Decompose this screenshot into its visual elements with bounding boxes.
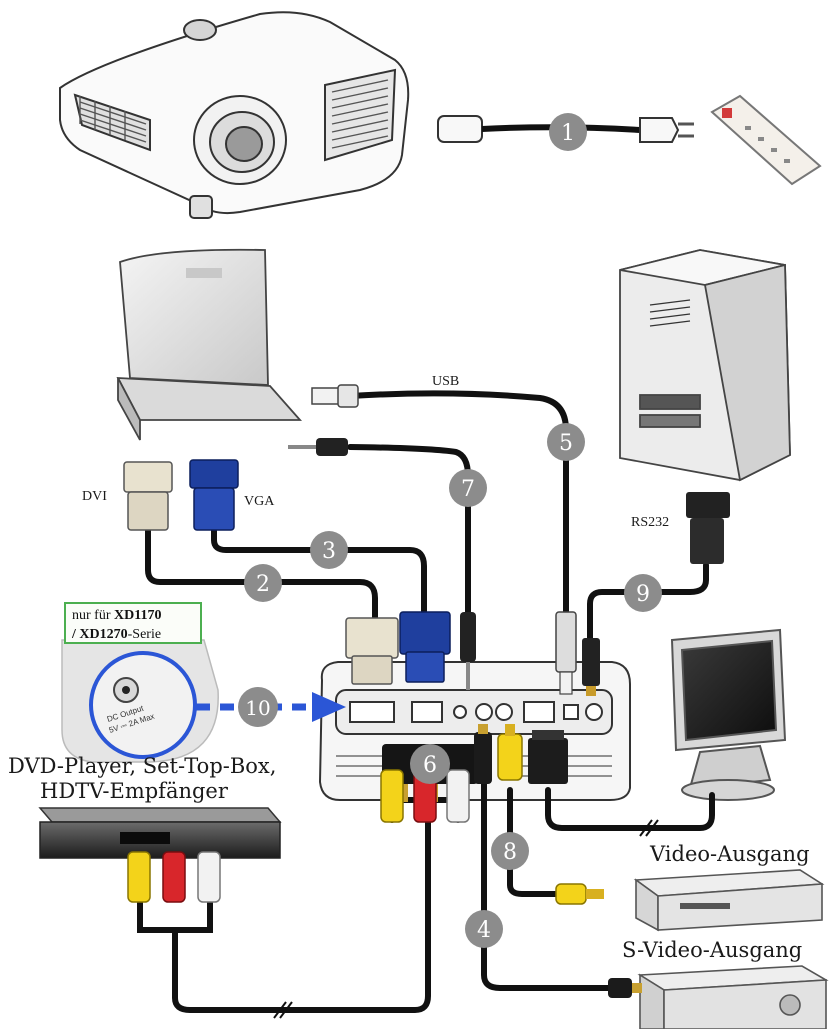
callout-8: 8 [491, 832, 529, 870]
usb-label: USB [432, 374, 459, 390]
svg-text:8: 8 [503, 840, 517, 865]
dvd-label-line-1: DVD-Player, Set-Top-Box, [8, 754, 276, 778]
svg-text:6: 6 [423, 753, 437, 778]
vga-plug-projector [400, 612, 450, 682]
callout-9: 9 [624, 574, 662, 612]
rs232-plug [686, 492, 730, 564]
dvi-label: DVI [82, 489, 107, 505]
dvi-plug-projector [346, 618, 398, 684]
monitor-plug-projector [528, 730, 568, 784]
svg-text:2: 2 [256, 572, 270, 597]
svg-text:5: 5 [559, 431, 573, 456]
callout-7: 7 [449, 469, 487, 507]
callout-1: 1 [549, 113, 587, 151]
callout-2: 2 [244, 564, 282, 602]
audio-plug [288, 438, 348, 456]
svideo-output-label: S-Video-Ausgang [622, 938, 802, 962]
vga-label: VGA [244, 494, 274, 510]
monitor-illustration [672, 630, 785, 800]
vga-plug [190, 460, 238, 530]
callout-3: 3 [310, 531, 348, 569]
vcr-illustration [636, 870, 822, 930]
callout-5: 5 [547, 423, 585, 461]
svideo-plug-device [608, 978, 642, 998]
rca-plugs-dvd [128, 852, 220, 902]
callout-6: 6 [410, 744, 450, 784]
laptop-illustration [118, 250, 300, 440]
svideo-plug-projector [474, 724, 492, 784]
composite-plug-vcr [556, 884, 604, 904]
video-output-label: Video-Ausgang [650, 842, 810, 866]
model-note: nur für XD1170 / XD1270-Serie [64, 602, 202, 644]
note-suffix: -Serie [128, 627, 161, 642]
callout-10: 10 [238, 687, 278, 727]
audio-cable [350, 447, 468, 612]
usb-plug [312, 385, 358, 407]
svg-text:4: 4 [477, 918, 491, 943]
svideo-device-illustration [640, 966, 826, 1029]
note-model-2: XD1270 [79, 627, 127, 642]
svg-text:10: 10 [245, 696, 270, 720]
note-prefix: nur für [72, 608, 114, 623]
svg-text:1: 1 [561, 121, 575, 146]
dvd-player-illustration [40, 808, 280, 858]
dc-output-detail: DC Output 5V ⎓ 2A Max [62, 640, 218, 762]
note-model-1: XD1170 [114, 608, 161, 623]
svg-text:3: 3 [322, 539, 336, 564]
desktop-pc-illustration [620, 250, 790, 480]
dvd-label-line-2: HDTV-Empfänger [40, 779, 228, 803]
rs232-label: RS232 [631, 515, 669, 531]
svg-text:7: 7 [461, 477, 475, 502]
power-strip-illustration [712, 96, 820, 184]
svg-text:9: 9 [636, 582, 650, 607]
dvi-plug [124, 462, 172, 530]
projector-illustration [60, 12, 408, 218]
callout-4: 4 [465, 910, 503, 948]
